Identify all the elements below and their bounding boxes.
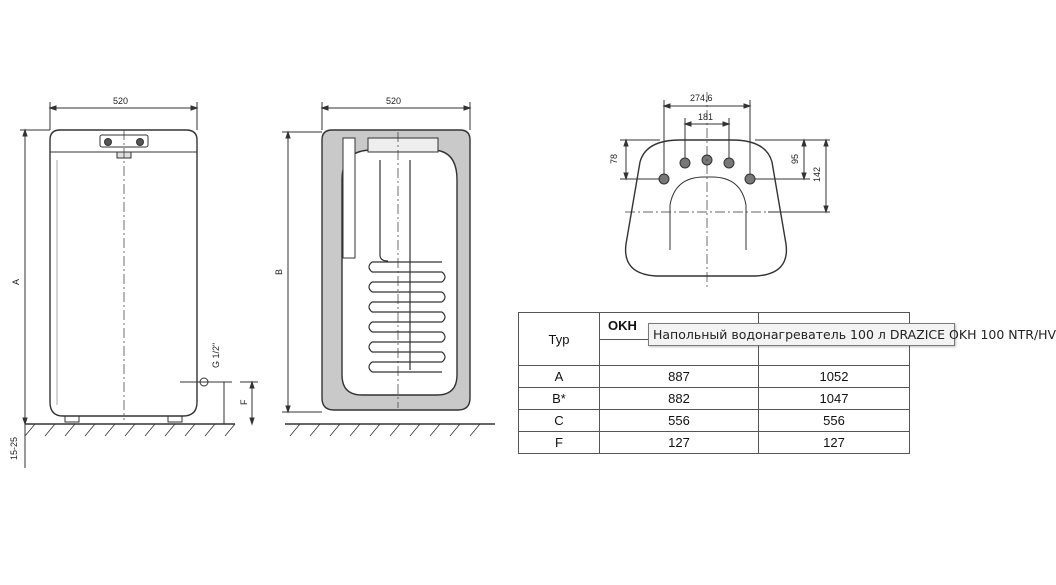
row-value-2: 127	[758, 431, 910, 454]
front-view	[20, 102, 258, 468]
top-view	[620, 92, 830, 290]
image-title-tooltip: Напольный водонагреватель 100 л DRAZICE …	[648, 323, 1056, 346]
pipe-size-label: G 1/2"	[211, 343, 221, 368]
table-row: B* 882 1047	[518, 387, 910, 410]
top-right-inner-depth-label: 95	[790, 154, 800, 164]
row-value-1: 887	[599, 365, 759, 388]
row-value-1: 556	[599, 409, 759, 432]
table-row: F 127 127	[518, 431, 910, 454]
top-right-outer-depth-label: 142	[812, 167, 822, 182]
section-width-label: 520	[386, 96, 401, 106]
top-outer-width-label: 274,6	[690, 93, 713, 103]
front-height-label: A	[11, 279, 21, 285]
row-value-1: 127	[599, 431, 759, 454]
top-inner-width-label: 181	[698, 112, 713, 122]
typ-header: Typ	[518, 312, 600, 366]
f-dimension-label: F	[239, 399, 249, 405]
row-value-2: 1052	[758, 365, 910, 388]
front-width-label: 520	[113, 96, 128, 106]
section-view	[282, 102, 495, 437]
row-label: C	[518, 409, 600, 432]
row-label: B*	[518, 387, 600, 410]
section-height-label: B	[274, 269, 284, 275]
table-row: C 556 556	[518, 409, 910, 432]
top-left-depth-label: 78	[609, 154, 619, 164]
row-label: F	[518, 431, 600, 454]
table-row: A 887 1052	[518, 365, 910, 388]
feet-height-label: 15-25	[9, 437, 19, 460]
row-value-2: 1047	[758, 387, 910, 410]
row-label: A	[518, 365, 600, 388]
row-value-1: 882	[599, 387, 759, 410]
technical-drawing: 520 A 15-25 G 1/2" F	[9, 92, 830, 468]
row-value-2: 556	[758, 409, 910, 432]
